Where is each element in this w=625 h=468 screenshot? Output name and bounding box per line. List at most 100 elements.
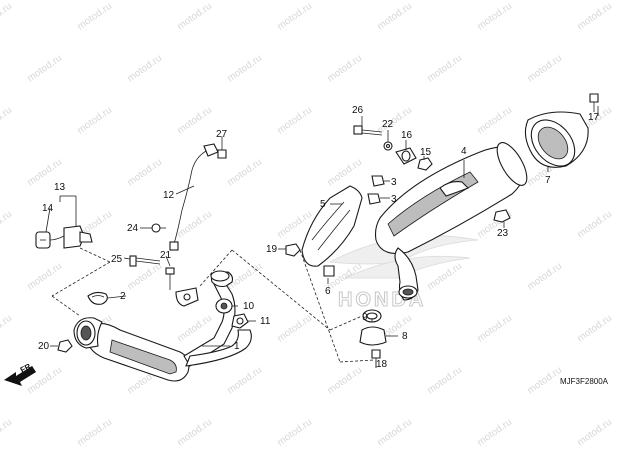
washer-part-22 bbox=[383, 141, 393, 151]
watermark-text: motod.ru bbox=[75, 1, 114, 33]
callout-part-9: 9 bbox=[362, 312, 368, 323]
gasket-part-2 bbox=[87, 291, 108, 305]
watermark-text: motod.ru bbox=[525, 365, 564, 397]
callout-part-22: 22 bbox=[382, 119, 394, 130]
bolt-part-21 bbox=[165, 267, 175, 290]
callout-part-19: 19 bbox=[266, 244, 278, 255]
callout-part-8: 8 bbox=[402, 331, 408, 342]
watermark-text: motod.ru bbox=[275, 1, 314, 33]
watermark-text: motod.ru bbox=[0, 209, 14, 241]
bolt-part-25 bbox=[129, 255, 161, 267]
callout-part-3a: 3 bbox=[391, 177, 397, 188]
bolt-part-17 bbox=[589, 93, 599, 112]
watermark-text: motod.ru bbox=[375, 1, 414, 33]
callout-part-17: 17 bbox=[588, 112, 600, 123]
watermark-text: motod.ru bbox=[175, 417, 214, 449]
watermark-text: motod.ru bbox=[275, 313, 314, 345]
nut-part-23 bbox=[493, 209, 511, 223]
leader-lines bbox=[45, 106, 599, 368]
watermark-text: motod.ru bbox=[275, 417, 314, 449]
callout-part-4: 4 bbox=[461, 146, 467, 157]
watermark-text: motod.ru bbox=[325, 53, 364, 85]
gasket-part-9 bbox=[362, 309, 382, 323]
callout-part-18: 18 bbox=[376, 359, 388, 370]
watermark-text: motod.ru bbox=[25, 53, 64, 85]
watermark-text: motod.ru bbox=[75, 105, 114, 137]
callout-part-5: 5 bbox=[320, 199, 326, 210]
watermark-text: motod.ru bbox=[375, 417, 414, 449]
collar-part-3 bbox=[367, 175, 385, 205]
collar-part-6 bbox=[323, 265, 335, 277]
callout-part-2: 2 bbox=[120, 291, 126, 302]
callout-part-16: 16 bbox=[401, 130, 413, 141]
callout-labels: 1 2 3 3 4 5 6 7 8 9 10 11 12 13 14 15 16… bbox=[38, 105, 600, 370]
rubber-part-16 bbox=[395, 147, 417, 165]
watermark-text: motod.ru bbox=[325, 365, 364, 397]
clamp-part-8 bbox=[359, 326, 387, 346]
watermark-text: motod.ru bbox=[225, 53, 264, 85]
watermark-text: motod.ru bbox=[175, 105, 214, 137]
watermark-text: motod.ru bbox=[575, 209, 614, 241]
gasket-part-10 bbox=[215, 298, 233, 314]
watermark-text: motod.ru bbox=[475, 105, 514, 137]
callout-part-13: 13 bbox=[54, 182, 66, 193]
end-cap-part-7 bbox=[524, 111, 589, 168]
callout-part-25: 25 bbox=[111, 254, 123, 265]
callout-part-6: 6 bbox=[325, 286, 331, 297]
watermark-text: motod.ru bbox=[0, 313, 14, 345]
sensor-cable-part-12 bbox=[169, 143, 219, 251]
bolt-part-18 bbox=[371, 349, 381, 368]
callout-part-27: 27 bbox=[216, 129, 228, 140]
watermark-text: motod.ru bbox=[0, 1, 14, 33]
watermark-text: motod.ru bbox=[425, 365, 464, 397]
muffler-part-4 bbox=[374, 142, 528, 301]
heat-shield-part-5 bbox=[301, 185, 363, 267]
callout-part-20: 20 bbox=[38, 341, 50, 352]
watermark-text: motod.ru bbox=[325, 157, 364, 189]
watermark-text: motod.ru bbox=[425, 53, 464, 85]
bolt-part-27 bbox=[217, 142, 227, 159]
watermark-text: motod.ru bbox=[475, 313, 514, 345]
callout-part-24: 24 bbox=[127, 223, 139, 234]
callout-part-26: 26 bbox=[352, 105, 364, 116]
callout-part-21: 21 bbox=[160, 250, 172, 261]
watermark-text: motod.ru bbox=[75, 417, 114, 449]
diagram-code: MJF3F2800A bbox=[560, 377, 609, 386]
watermark-text: motod.ru bbox=[525, 53, 564, 85]
bolt-part-24 bbox=[151, 223, 166, 233]
watermark-text: motod.ru bbox=[175, 313, 214, 345]
callout-part-10: 10 bbox=[243, 301, 255, 312]
watermark-text: motod.ru bbox=[575, 313, 614, 345]
bolt-part-26 bbox=[353, 125, 383, 136]
watermark-text: motod.ru bbox=[175, 1, 214, 33]
callout-part-7: 7 bbox=[545, 175, 551, 186]
callout-part-11: 11 bbox=[260, 316, 271, 327]
callout-part-12: 12 bbox=[163, 190, 175, 201]
callout-part-15: 15 bbox=[420, 147, 432, 158]
callout-part-23: 23 bbox=[497, 228, 509, 239]
watermark-text: motod.ru bbox=[125, 157, 164, 189]
callout-part-1: 1 bbox=[234, 341, 240, 352]
watermark-text: motod.ru bbox=[0, 417, 14, 449]
watermark-text: motod.ru bbox=[225, 157, 264, 189]
watermark-text: motod.ru bbox=[25, 261, 64, 293]
bolt-part-19 bbox=[285, 243, 301, 257]
watermark-text: motod.ru bbox=[125, 53, 164, 85]
front-direction-arrow: FR. bbox=[4, 361, 36, 386]
exhaust-pipe-part-1 bbox=[73, 270, 252, 382]
watermark-text: motod.ru bbox=[275, 105, 314, 137]
o2-sensor-part-13 bbox=[35, 225, 93, 249]
watermark-text: motod.ru bbox=[575, 417, 614, 449]
watermark-text: motod.ru bbox=[575, 1, 614, 33]
watermark-text: motod.ru bbox=[525, 261, 564, 293]
watermark-text: motod.ru bbox=[475, 417, 514, 449]
nut-part-20 bbox=[57, 339, 73, 353]
nut-part-11 bbox=[231, 313, 249, 329]
nut-part-15 bbox=[417, 157, 433, 171]
watermark-text: motod.ru bbox=[475, 1, 514, 33]
watermark-text: motod.ru bbox=[0, 105, 14, 137]
watermark-text: motod.ru bbox=[225, 365, 264, 397]
callout-part-14: 14 bbox=[42, 203, 54, 214]
callout-part-3b: 3 bbox=[391, 194, 397, 205]
